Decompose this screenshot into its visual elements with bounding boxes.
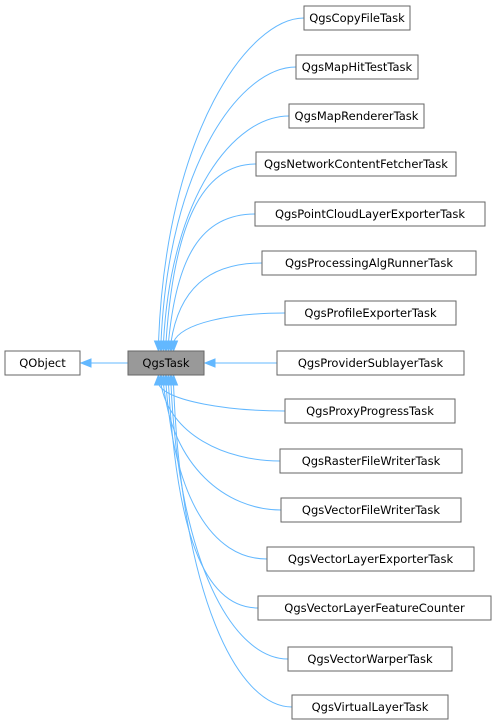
node-derived-class-label: QgsProfileExporterTask	[304, 306, 437, 320]
node-derived-class-label: QgsVectorLayerFeatureCounter	[284, 601, 465, 615]
node-current-class-label: QgsTask	[142, 356, 190, 370]
node-base-class[interactable]: QObject	[4, 350, 81, 376]
node-derived-class-box	[288, 103, 425, 129]
edge-child-to-current	[168, 383, 259, 609]
edge-child-to-current	[170, 383, 289, 660]
node-derived-class[interactable]: QgsVirtualLayerTask	[291, 694, 449, 720]
node-derived-class-label: QgsProxyProgressTask	[306, 404, 434, 418]
edge-child-to-current	[170, 262, 263, 343]
node-derived-class-box	[254, 201, 486, 227]
edge-child-to-current	[160, 383, 281, 462]
edge-arrowhead	[79, 358, 92, 368]
node-derived-class[interactable]: QgsProcessingAlgRunnerTask	[261, 250, 477, 276]
node-derived-class[interactable]: QgsVectorWarperTask	[287, 646, 453, 672]
node-derived-class[interactable]: QgsVectorFileWriterTask	[280, 497, 462, 523]
node-derived-class-label: QgsCopyFileTask	[309, 11, 405, 25]
edge-child-to-current	[160, 66, 297, 343]
edge-child-to-current	[158, 17, 305, 343]
node-derived-class[interactable]: QgsNetworkContentFetcherTask	[255, 151, 457, 177]
node-derived-class[interactable]: QgsMapRendererTask	[288, 103, 425, 129]
node-derived-class-box	[280, 497, 462, 523]
node-derived-class-box	[266, 546, 475, 572]
node-derived-class-box	[303, 5, 411, 31]
node-derived-class-box	[257, 595, 492, 621]
node-derived-class[interactable]: QgsProxyProgressTask	[284, 398, 456, 424]
node-derived-class[interactable]: QgsMapHitTestTask	[295, 54, 419, 80]
node-derived-class-label: QgsNetworkContentFetcherTask	[264, 157, 448, 171]
node-derived-class-label: QgsProcessingAlgRunnerTask	[285, 256, 453, 270]
node-derived-class-box	[284, 398, 456, 424]
edge-arrowhead	[203, 358, 216, 368]
node-derived-class[interactable]: QgsProfileExporterTask	[284, 300, 457, 326]
edge-child-to-current	[173, 383, 293, 708]
node-derived-class-label: QgsVectorLayerExporterTask	[288, 552, 454, 566]
node-derived-class-box	[287, 646, 453, 672]
edge-arrowhead	[168, 340, 179, 353]
edge-child-to-current	[163, 383, 282, 511]
edge-child-to-current	[168, 213, 256, 343]
edge-child-to-current	[165, 163, 257, 343]
node-derived-class[interactable]: QgsPointCloudLayerExporterTask	[254, 201, 486, 227]
edge-arrowhead	[168, 373, 179, 386]
node-current-class-box	[127, 350, 205, 376]
node-derived-class-label: QgsVirtualLayerTask	[312, 700, 429, 714]
edge-child-to-current	[165, 383, 268, 560]
node-derived-class-box	[295, 54, 419, 80]
node-derived-class-label: QgsRasterFileWriterTask	[302, 454, 441, 468]
node-base-class-label: QObject	[19, 356, 66, 370]
node-current-class: QgsTask	[127, 350, 205, 376]
node-base-class-box	[4, 350, 81, 376]
inheritance-edges	[79, 17, 305, 708]
node-derived-class-box	[255, 151, 457, 177]
node-derived-class[interactable]: QgsVectorLayerFeatureCounter	[257, 595, 492, 621]
node-derived-class-label: QgsVectorFileWriterTask	[302, 503, 440, 517]
derived-class-nodes: QgsCopyFileTask QgsMapHitTestTask QgsMap…	[254, 5, 492, 720]
node-derived-class-box	[291, 694, 449, 720]
node-derived-class[interactable]: QgsVectorLayerExporterTask	[266, 546, 475, 572]
node-derived-class[interactable]: QgsCopyFileTask	[303, 5, 411, 31]
node-derived-class-label: QgsPointCloudLayerExporterTask	[275, 207, 465, 221]
node-derived-class-label: QgsProviderSublayerTask	[298, 356, 444, 370]
edge-child-to-current	[173, 312, 286, 343]
node-derived-class-label: QgsVectorWarperTask	[307, 652, 433, 666]
node-derived-class-label: QgsMapRendererTask	[295, 109, 419, 123]
node-derived-class[interactable]: QgsRasterFileWriterTask	[279, 448, 463, 474]
node-derived-class-box	[279, 448, 463, 474]
edge-child-to-current	[158, 383, 286, 412]
node-derived-class-box	[261, 250, 477, 276]
node-derived-class[interactable]: QgsProviderSublayerTask	[276, 350, 465, 376]
node-derived-class-box	[276, 350, 465, 376]
node-derived-class-box	[284, 300, 457, 326]
node-derived-class-label: QgsMapHitTestTask	[302, 60, 413, 74]
edge-child-to-current	[163, 115, 290, 343]
